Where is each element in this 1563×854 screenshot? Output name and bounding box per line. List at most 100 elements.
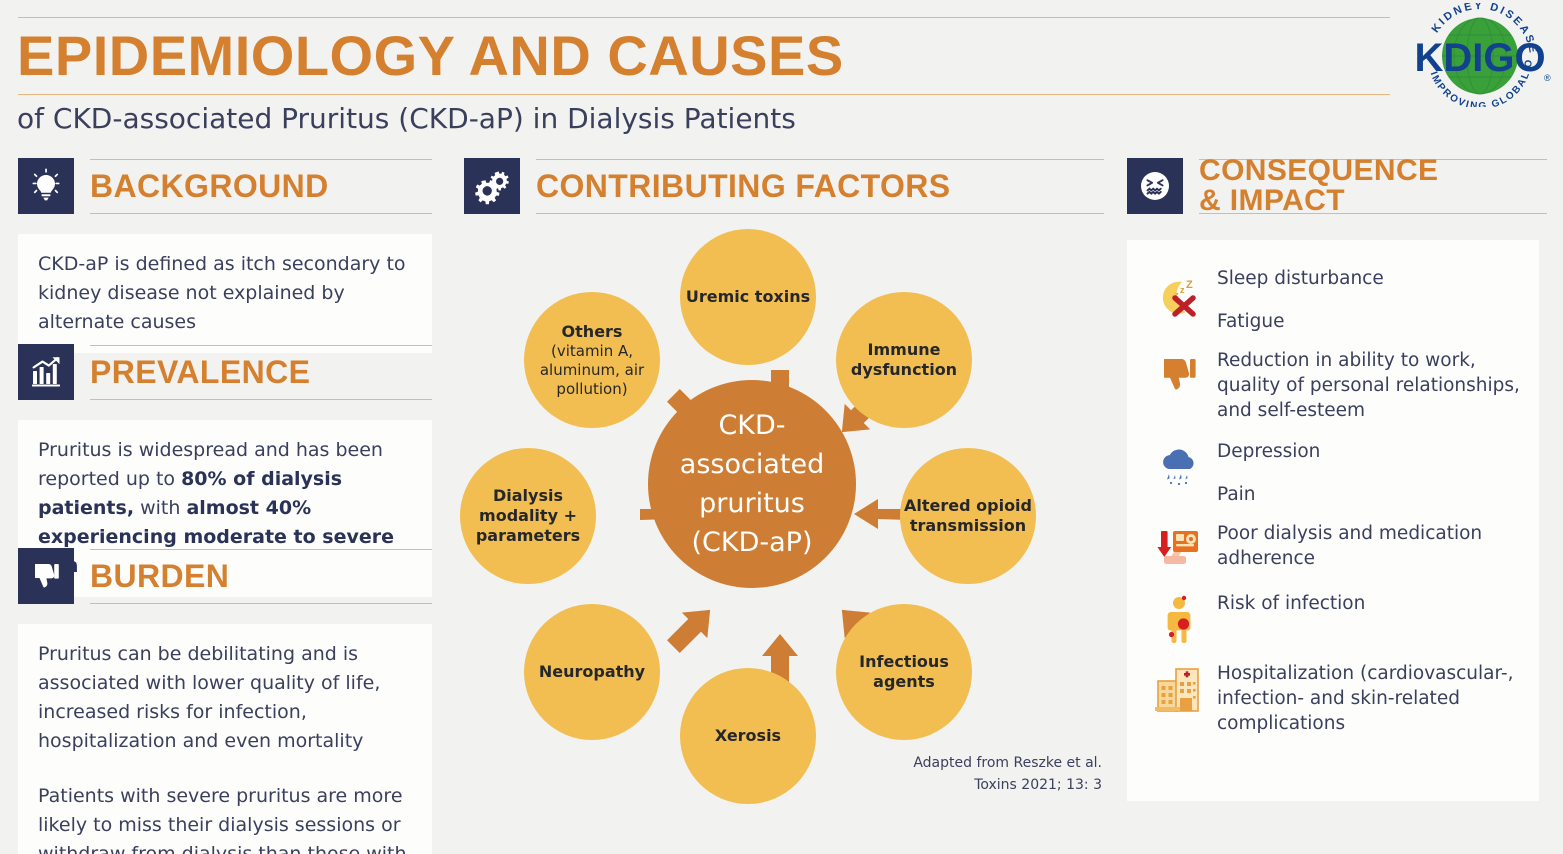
credit-line-1: Adapted from Reszke et al. — [913, 755, 1102, 771]
consequence-line-reduction: Reduction in ability to work, quality of… — [1217, 350, 1520, 421]
prevalence-title-wrap: PREVALENCE — [90, 344, 432, 400]
burden-paragraph-2: Patients with severe pruritus are more l… — [38, 785, 407, 854]
credit-line-2: Toxins 2021; 13: 3 — [974, 777, 1102, 793]
center-line-4: (CKD-aP) — [691, 527, 813, 558]
svg-text:z: z — [1180, 285, 1185, 295]
diagram-credit: Adapted from Reszke et al. Toxins 2021; … — [802, 752, 1102, 796]
kdigo-wordmark: KDIGO — [1414, 36, 1545, 80]
consequence-line-hospitalization: Hospitalization (cardiovascular-, infect… — [1217, 663, 1514, 734]
node-immune-dysfunction-label: Immune dysfunction — [850, 340, 958, 379]
background-paragraph: CKD-aP is defined as itch secondary to k… — [38, 253, 406, 333]
arrow-altered-opioid — [854, 499, 910, 529]
consequence-item-infection-texts: Risk of infection — [1217, 591, 1525, 616]
center-line-1: CKD- — [718, 410, 786, 441]
prevalence-title: PREVALENCE — [90, 354, 311, 390]
registered-mark: ® — [1544, 73, 1551, 83]
consequence-item-hospitalization: Hospitalization (cardiovascular-, infect… — [1141, 661, 1525, 736]
background-title: BACKGROUND — [90, 168, 329, 204]
node-xerosis: Xerosis — [680, 668, 816, 804]
consequence-impact-title: CONSEQUENCE & IMPACT — [1199, 154, 1439, 217]
sleeping-moon-crossed-icon: Z z z — [1141, 266, 1217, 326]
infected-person-icon — [1141, 591, 1217, 647]
background-rule-top — [90, 159, 432, 160]
background-heading: BACKGROUND — [18, 158, 432, 220]
thumbs-down-orange-icon — [1141, 348, 1217, 400]
node-uremic-toxins: Uremic toxins — [680, 229, 816, 365]
background-rule-bottom — [90, 213, 432, 214]
consequence-item-sleep: Z z z Sleep disturbance Fatigue — [1141, 266, 1525, 334]
lightbulb-icon — [18, 158, 74, 214]
consequence-item-sleep-texts: Sleep disturbance Fatigue — [1217, 266, 1525, 334]
node-infectious-agents-label: Infectious agents — [859, 652, 949, 691]
prevalence-rule-top — [90, 345, 432, 346]
consequence-item-depression: Depression Pain — [1141, 439, 1525, 507]
burden-paragraph-1: Pruritus can be debilitating and is asso… — [38, 643, 381, 752]
burden-rule-top — [90, 549, 432, 550]
svg-text:z: z — [1175, 292, 1179, 299]
burden-heading: BURDEN — [18, 548, 432, 610]
kdigo-logo-svg: KDIGO KIDNEY DISEASE IMPROVING GLOBAL OU… — [1399, 0, 1551, 112]
section-contributing-factors: CONTRIBUTING FACTORS — [464, 158, 1104, 220]
consequence-item-reduction: Reduction in ability to work, quality of… — [1141, 348, 1525, 423]
burden-rule-bottom — [90, 603, 432, 604]
contributing-factors-rule-bottom — [536, 213, 1104, 214]
consequence-line-pain: Pain — [1217, 484, 1256, 505]
node-dialysis-modality-label: Dialysis modality + parameters — [475, 486, 581, 545]
consequence-item-depression-texts: Depression Pain — [1217, 439, 1525, 507]
consequence-impact-heading: CONSEQUENCE & IMPACT — [1127, 154, 1547, 220]
consequence-line-infection: Risk of infection — [1217, 593, 1366, 614]
contributing-factors-heading: CONTRIBUTING FACTORS — [464, 158, 1104, 220]
section-consequence-impact: CONSEQUENCE & IMPACT — [1127, 154, 1547, 220]
kdigo-logo: KDIGO KIDNEY DISEASE IMPROVING GLOBAL OU… — [1399, 0, 1556, 112]
prevalence-card: Pruritus is widespread and has been repo… — [18, 420, 432, 597]
consequence-impact-rule-top — [1199, 159, 1547, 160]
node-others: Others (vitamin A, aluminum, air polluti… — [524, 292, 660, 428]
consequence-item-reduction-texts: Reduction in ability to work, quality of… — [1217, 348, 1525, 423]
center-line-3: pruritus — [699, 488, 805, 519]
section-background: BACKGROUND CKD-aP is defined as itch sec… — [18, 158, 432, 353]
burden-title-wrap: BURDEN — [90, 548, 432, 604]
page-subtitle: of CKD-associated Pruritus (CKD-aP) in D… — [17, 102, 796, 135]
node-xerosis-label: Xerosis — [714, 726, 782, 745]
prevalence-rule-bottom — [90, 399, 432, 400]
consequence-line-fatigue: Fatigue — [1217, 311, 1285, 332]
burden-card: Pruritus can be debilitating and is asso… — [18, 624, 432, 854]
section-burden: BURDEN Pruritus can be debilitating and … — [18, 548, 432, 854]
consequence-impact-title-wrap: CONSEQUENCE & IMPACT — [1199, 154, 1547, 217]
svg-text:Z: Z — [1186, 279, 1193, 291]
arrow-neuropathy — [667, 609, 711, 653]
background-title-wrap: BACKGROUND — [90, 158, 432, 214]
hospital-building-icon — [1141, 661, 1217, 717]
bar-chart-up-icon — [18, 344, 74, 400]
gears-icon — [464, 158, 520, 214]
node-infectious-agents: Infectious agents — [836, 604, 972, 740]
consequence-item-adherence: Poor dialysis and medication adherence — [1141, 521, 1525, 577]
rain-cloud-icon — [1141, 439, 1217, 493]
grimacing-face-icon — [1127, 158, 1183, 214]
node-dialysis-modality: Dialysis modality + parameters — [460, 448, 596, 584]
consequence-line-sleep-disturbance: Sleep disturbance — [1217, 268, 1384, 289]
node-neuropathy: Neuropathy — [524, 604, 660, 740]
center-line-2: associated — [679, 449, 825, 480]
consequence-item-adherence-texts: Poor dialysis and medication adherence — [1217, 521, 1525, 571]
node-others-label: Others — [561, 321, 623, 341]
consequence-item-hospitalization-texts: Hospitalization (cardiovascular-, infect… — [1217, 661, 1525, 736]
node-altered-opioid-transmission: Altered opioid transmission — [900, 448, 1036, 584]
contributing-factors-title-wrap: CONTRIBUTING FACTORS — [536, 158, 1104, 214]
node-center-ckd-ap: CKD- associated pruritus (CKD-aP) — [648, 380, 856, 588]
background-card: CKD-aP is defined as itch secondary to k… — [18, 234, 432, 353]
prevalence-heading: PREVALENCE — [18, 344, 432, 406]
consequence-line-adherence: Poor dialysis and medication adherence — [1217, 523, 1483, 569]
node-immune-dysfunction: Immune dysfunction — [836, 292, 972, 428]
contributing-factors-rule-top — [536, 159, 1104, 160]
thumbs-down-icon — [18, 548, 74, 604]
section-prevalence: PREVALENCE Pruritus is widespread and ha… — [18, 344, 432, 597]
consequence-line-depression: Depression — [1217, 441, 1321, 462]
burden-title: BURDEN — [90, 558, 230, 594]
node-uremic-toxins-label: Uremic toxins — [685, 287, 811, 306]
consequence-item-infection: Risk of infection — [1141, 591, 1525, 647]
node-altered-opioid-transmission-label: Altered opioid transmission — [904, 496, 1032, 535]
node-others-sublabel: (vitamin A, aluminum, air pollution) — [539, 341, 645, 398]
node-neuropathy-label: Neuropathy — [538, 662, 646, 681]
